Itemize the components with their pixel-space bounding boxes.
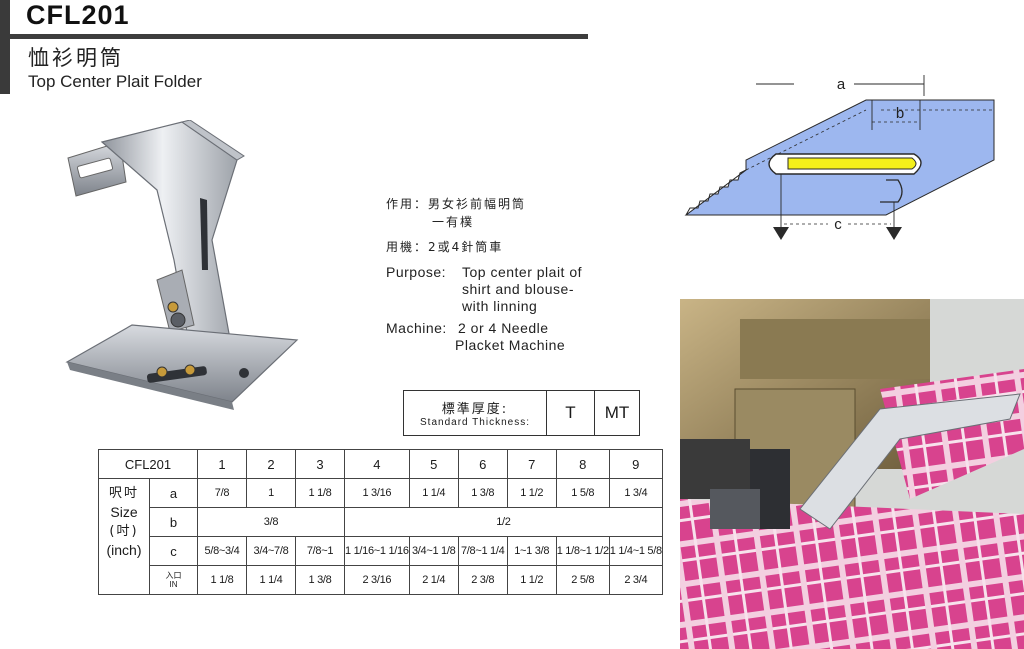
table-cell: 7/8~1	[295, 536, 345, 566]
table-cell: 1 3/8	[295, 565, 345, 595]
column-header: 1	[197, 449, 247, 479]
table-cell: 2 1/4	[408, 565, 459, 595]
table-cell: 1 1/4	[246, 565, 296, 595]
row-label-b: b	[149, 507, 198, 537]
thickness-option-t: T	[547, 391, 595, 435]
row-label-c: c	[149, 536, 198, 566]
table-cell: 1	[246, 478, 296, 508]
size-label-cn: 呎吋	[108, 486, 139, 502]
size-table: CFL201 1 2 3 4 5 6 7 8 9 呎吋 Size (吋) (in…	[98, 449, 663, 595]
column-header: 6	[457, 449, 508, 479]
table-cell: 2 3/8	[457, 565, 508, 595]
purpose-line-3: with linning	[462, 298, 538, 314]
table-cell: 2 5/8	[555, 565, 610, 595]
table-cell: 1~1 3/8	[506, 536, 557, 566]
thickness-label-cn: 標準厚度:	[441, 402, 509, 417]
machine-line-1: 2 or 4 Needle	[458, 320, 549, 336]
purpose-line-1: Top center plait of	[462, 264, 583, 280]
table-cell: 1 3/8	[457, 478, 508, 508]
table-row-in: 入口 IN 1 1/8 1 1/4 1 3/8 2 3/16 2 1/4 2 3…	[98, 565, 663, 595]
in-label-en: IN	[169, 580, 178, 589]
table-cell: 3/4~1 1/8	[408, 536, 459, 566]
machine-label: Machine:	[386, 320, 447, 336]
product-name-en: Top Center Plait Folder	[28, 72, 202, 91]
in-label-cn: 入口	[165, 571, 182, 580]
table-row-b: b 3/8 1/2	[99, 507, 663, 537]
product-photo	[65, 120, 299, 410]
size-label-en: Size	[110, 504, 138, 521]
use-cn: 作用：男女衫前幅明筒	[386, 197, 527, 211]
dimension-a-label: a	[837, 76, 846, 93]
dimension-c-label: c	[834, 216, 842, 233]
table-cell: 2 3/16	[344, 565, 410, 595]
table-model-cell: CFL201	[98, 449, 198, 479]
column-header: 9	[608, 449, 663, 479]
thickness-label: 標準厚度: Standard Thickness:	[404, 391, 547, 435]
machine-line-2: Placket Machine	[455, 337, 566, 353]
column-header: 2	[246, 449, 296, 479]
size-label-en-bottom: (inch)	[106, 542, 142, 559]
purpose-label: Purpose:	[386, 264, 447, 280]
title-rule	[10, 34, 588, 39]
column-header: 8	[555, 449, 610, 479]
column-header: 7	[506, 449, 557, 479]
table-cell: 2 3/4	[608, 565, 663, 595]
table-row-a: 呎吋 Size (吋) (inch) a 7/8 1 1 1/8 1 3/16 …	[98, 478, 663, 566]
product-name-cn: 恤衫明筒	[28, 46, 124, 70]
row-label-a: a	[149, 478, 198, 508]
table-cell: 1 1/4	[408, 478, 459, 508]
table-cell: 1 1/8	[295, 478, 345, 508]
table-cell: 1/2	[344, 507, 663, 537]
accent-bar	[0, 0, 10, 94]
dimension-b-label: b	[896, 105, 904, 122]
table-cell: 3/4~7/8	[246, 536, 296, 566]
model-title: CFL201	[26, 0, 130, 30]
column-header: 5	[408, 449, 459, 479]
size-label-cn-bottom: (吋)	[109, 524, 139, 540]
table-cell: 1 1/4~1 5/8	[608, 536, 663, 566]
table-cell: 5/8~3/4	[197, 536, 247, 566]
table-cell: 3/8	[197, 507, 345, 537]
row-label-in: 入口 IN	[149, 565, 198, 595]
table-cell: 1 1/2	[506, 478, 557, 508]
table-cell: 1 3/16	[344, 478, 410, 508]
thickness-option-mt: MT	[604, 403, 630, 422]
table-cell: 1 3/4	[608, 478, 663, 508]
standard-thickness-box: 標準厚度: Standard Thickness: T MT	[403, 390, 640, 436]
use-cn-extra: 一有樸	[432, 215, 475, 229]
table-cell: 7/8~1 1/4	[457, 536, 508, 566]
machine-cn: 用機：2或4針筒車	[386, 240, 504, 254]
table-cell: 1 5/8	[555, 478, 610, 508]
table-cell: 1 1/8~1 1/2	[555, 536, 610, 566]
table-cell: 1 1/2	[506, 565, 557, 595]
size-label-spacer	[98, 565, 150, 595]
table-row-c: c 5/8~3/4 3/4~7/8 7/8~1 1 1/16~1 1/16 3/…	[99, 536, 663, 566]
fold-diagram: a b c	[684, 75, 995, 240]
table-header-row: CFL201 1 2 3 4 5 6 7 8 9	[98, 449, 663, 479]
column-header: 4	[344, 449, 410, 479]
table-cell: 1 1/16~1 1/16	[344, 536, 410, 566]
purpose-line-2: shirt and blouse-	[462, 281, 575, 297]
thickness-label-en: Standard Thickness:	[420, 417, 530, 428]
size-label: 呎吋 Size (吋) (inch)	[98, 478, 150, 566]
column-header: 3	[295, 449, 345, 479]
usage-photo	[680, 299, 1024, 649]
table-cell: 1 1/8	[197, 565, 247, 595]
table-cell: 7/8	[197, 478, 247, 508]
